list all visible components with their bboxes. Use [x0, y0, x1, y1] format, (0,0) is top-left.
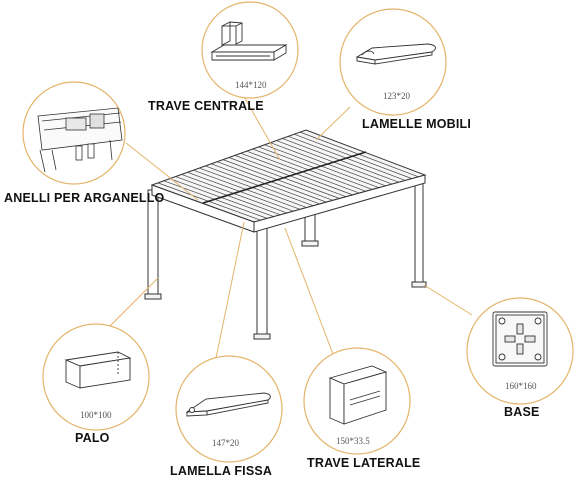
post-base — [411, 281, 427, 288]
leader-lines — [107, 92, 473, 369]
label-trave-centrale: TRAVE CENTRALE — [148, 99, 264, 113]
callout-circles — [22, 1, 574, 463]
post-base — [144, 293, 162, 300]
label-anelli: ANELLI PER ARGANELLO — [4, 191, 165, 205]
post-front-right — [256, 224, 268, 339]
anelli-detail — [37, 107, 123, 173]
dim-base: 160*160 — [505, 381, 537, 391]
lamella-fissa-profile — [185, 392, 271, 417]
label-lamella-fissa: LAMELLA FISSA — [170, 464, 273, 478]
post-front-left — [147, 189, 159, 299]
trave-laterale-profile — [328, 365, 388, 425]
label-palo: PALO — [75, 431, 110, 445]
dim-lamella-fissa: 147*20 — [212, 438, 240, 448]
post-back-right — [414, 179, 424, 287]
label-lamelle-mobili: LAMELLE MOBILI — [362, 117, 472, 131]
post-base — [301, 240, 319, 247]
palo-profile — [64, 351, 132, 389]
circle-lamelle-mobili — [339, 8, 447, 116]
dim-trave-centrale: 144*120 — [235, 80, 267, 90]
lamelle-mobili-profile — [355, 43, 436, 65]
central-beam — [202, 151, 367, 204]
dim-palo: 100*100 — [80, 410, 112, 420]
side-beam-right — [253, 174, 426, 233]
post-base — [253, 333, 271, 340]
label-base: BASE — [504, 405, 540, 419]
dim-lamelle-mobili: 123*20 — [383, 91, 411, 101]
label-trave-laterale: TRAVE LATERALE — [307, 456, 421, 470]
base-plate — [492, 311, 548, 367]
trave-centrale-profile — [210, 21, 288, 61]
dim-trave-laterale: 150*33.5 — [336, 436, 370, 446]
